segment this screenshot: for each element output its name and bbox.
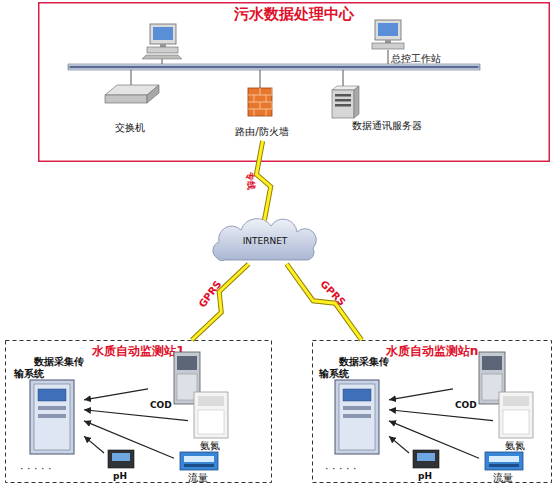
arrow-line <box>84 410 188 421</box>
node-label: 交换机 <box>115 122 175 134</box>
node-label: 总控工作站 <box>391 53 455 65</box>
drop-wire <box>131 70 132 86</box>
signal-arrow <box>389 389 453 400</box>
link-label: 专线 <box>243 172 256 190</box>
signal-arrow <box>84 410 188 421</box>
data-acquisition-cabinet: 数据采集传输系统 <box>12 356 84 456</box>
node-label: 污水数据处理中心 <box>38 6 550 23</box>
arrow-line <box>389 410 493 421</box>
switch: 交换机 <box>95 82 175 137</box>
signal-arrow <box>84 389 148 400</box>
data-acquisition-cabinet: 数据采集传输系统 <box>317 356 389 456</box>
drop-wire <box>260 70 261 88</box>
monitoring-station: 水质自动监测站n数据采集传输系统COD氨氮pH流量 <box>312 340 552 483</box>
node-label: 氨氮 <box>200 440 234 452</box>
lightning-bolt <box>287 264 362 340</box>
node-label: COD <box>150 400 190 410</box>
internet-cloud: INTERNET <box>205 220 325 264</box>
lightning-bolt <box>256 141 270 220</box>
comm-server: 数据通讯服务器 <box>318 86 438 136</box>
dashed-icon <box>6 341 272 483</box>
arrow-line <box>389 436 409 453</box>
data-center-frame: 污水数据处理中心总控工作站交换机 路由/防火墙 数据通讯服务器 <box>38 2 550 162</box>
lightning-link <box>287 264 362 340</box>
signal-arrow <box>389 436 409 453</box>
dashed-icon <box>313 341 552 483</box>
monitoring-station: 水质自动监测站1数据采集传输系统COD氨氮pH流量 <box>5 340 272 483</box>
cabinet-icon <box>30 380 74 454</box>
lightning-link <box>256 141 270 220</box>
link-label: GPRS <box>319 278 348 307</box>
node-label: pH <box>418 471 445 481</box>
lightning-link <box>192 264 249 340</box>
arrow-line <box>84 421 174 458</box>
firewall-icon <box>248 88 272 116</box>
lightning-outline <box>287 264 362 340</box>
drop-wire <box>388 50 389 64</box>
meter-icon <box>413 450 439 468</box>
signal-arrow <box>84 436 104 453</box>
ph-meter: pH <box>409 450 445 486</box>
arrow-line <box>389 389 453 400</box>
arrow-line <box>84 436 104 453</box>
node-label: 路由/防火墙 <box>222 126 302 138</box>
server-icon <box>332 86 359 118</box>
network-bus-core <box>70 67 478 68</box>
ammonia-analyzer: 氨氮 <box>493 392 539 454</box>
whitebox-icon <box>499 392 533 438</box>
switch-icon <box>105 85 159 103</box>
node-label: 数据采集传输系统 <box>319 356 389 379</box>
computer-icon <box>142 24 182 59</box>
node-label: 氨氮 <box>505 440 539 452</box>
flow-meter: 流量 <box>174 452 226 486</box>
lightning-outline <box>192 264 249 340</box>
workstation: 总控工作站 <box>365 20 455 66</box>
node-label: COD <box>455 400 495 410</box>
router-firewall: 路由/防火墙 <box>222 86 302 141</box>
arrow-line <box>389 421 479 458</box>
node-label: INTERNET <box>205 236 325 246</box>
whitebox-icon <box>194 392 228 438</box>
flow-meter: 流量 <box>479 452 531 486</box>
node-label: 数据采集传输系统 <box>14 356 84 379</box>
node-shape <box>38 2 550 162</box>
network-bus <box>68 64 480 70</box>
lightning-outline <box>256 141 270 220</box>
node-label: pH <box>113 471 140 481</box>
ammonia-analyzer: 氨氮 <box>188 392 234 454</box>
lightning-bolt <box>192 264 249 340</box>
meter-icon <box>108 450 134 468</box>
ph-meter: pH <box>104 450 140 486</box>
node-label: 流量 <box>188 472 226 484</box>
node-label: 流量 <box>493 472 531 484</box>
flow-icon <box>180 452 218 470</box>
signal-arrow <box>389 410 493 421</box>
node-label: 数据通讯服务器 <box>352 120 438 132</box>
computer-icon <box>372 20 404 49</box>
signal-arrow <box>84 421 174 458</box>
ellipsis-dots: · · · · · <box>325 462 356 475</box>
signal-arrow <box>389 421 479 458</box>
link-label: GPRS <box>196 279 223 310</box>
cabinet-icon <box>335 380 379 454</box>
drop-wire <box>343 70 344 86</box>
arrow-line <box>84 389 148 400</box>
ellipsis-dots: · · · · · <box>20 462 51 475</box>
frame-icon <box>39 3 550 162</box>
flow-icon <box>485 452 523 470</box>
